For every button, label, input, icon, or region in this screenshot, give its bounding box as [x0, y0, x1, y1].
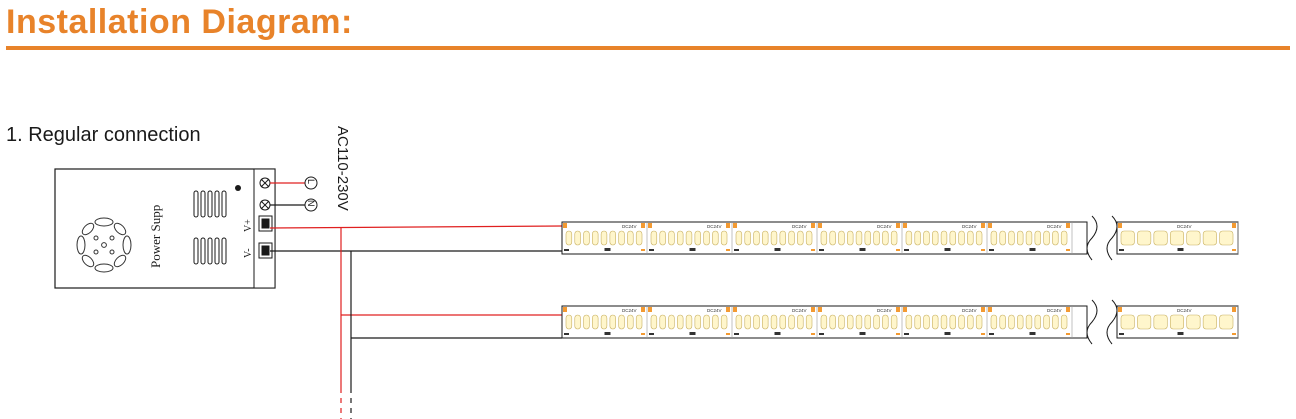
dc-output-wires — [269, 225, 563, 419]
power-supply: Power Supp V+ V- — [54, 168, 276, 289]
segment-voltage-label: DC24V — [877, 308, 892, 313]
title-underline — [6, 46, 1290, 50]
segment-voltage-label: DC24V — [622, 308, 637, 313]
segment-voltage-label: DC24V — [707, 224, 722, 229]
neutral-terminal-icon — [304, 198, 318, 212]
power-supply-case — [54, 168, 276, 289]
segment-voltage-label: DC24V — [792, 224, 807, 229]
neutral-terminal-label: N — [306, 200, 316, 207]
segment-voltage-label: DC24V — [792, 308, 807, 313]
segment-voltage-label: DC24V — [1047, 224, 1062, 229]
led-strip: DC24V DC24V DC24V DC24V DC24V DC24V DC24V — [561, 299, 1239, 345]
fan-icon — [76, 217, 132, 273]
segment-voltage-label: DC24V — [1047, 308, 1062, 313]
section-title: 1. Regular connection — [6, 124, 201, 146]
terminal-screws — [258, 177, 273, 259]
segment-voltage-label: DC24V — [1177, 308, 1192, 313]
page-title: Installation Diagram: — [6, 3, 353, 41]
screw-icon — [235, 185, 241, 191]
power-supply-label: Power Supp — [148, 205, 163, 268]
terminal-negative-label: V- — [243, 248, 254, 258]
segment-voltage-label: DC24V — [1177, 224, 1192, 229]
live-terminal-label: L — [306, 179, 316, 184]
vent-slots — [193, 190, 227, 265]
segment-voltage-label: DC24V — [962, 308, 977, 313]
segment-voltage-label: DC24V — [707, 308, 722, 313]
ac-input-wires: L N — [270, 176, 318, 212]
led-strip: DC24V DC24V DC24V DC24V DC24V DC24V DC24V — [561, 215, 1239, 261]
terminal-positive-label: V+ — [243, 219, 254, 232]
segment-voltage-label: DC24V — [622, 224, 637, 229]
live-terminal-icon — [304, 176, 318, 190]
segment-voltage-label: DC24V — [877, 224, 892, 229]
segment-voltage-label: DC24V — [962, 224, 977, 229]
